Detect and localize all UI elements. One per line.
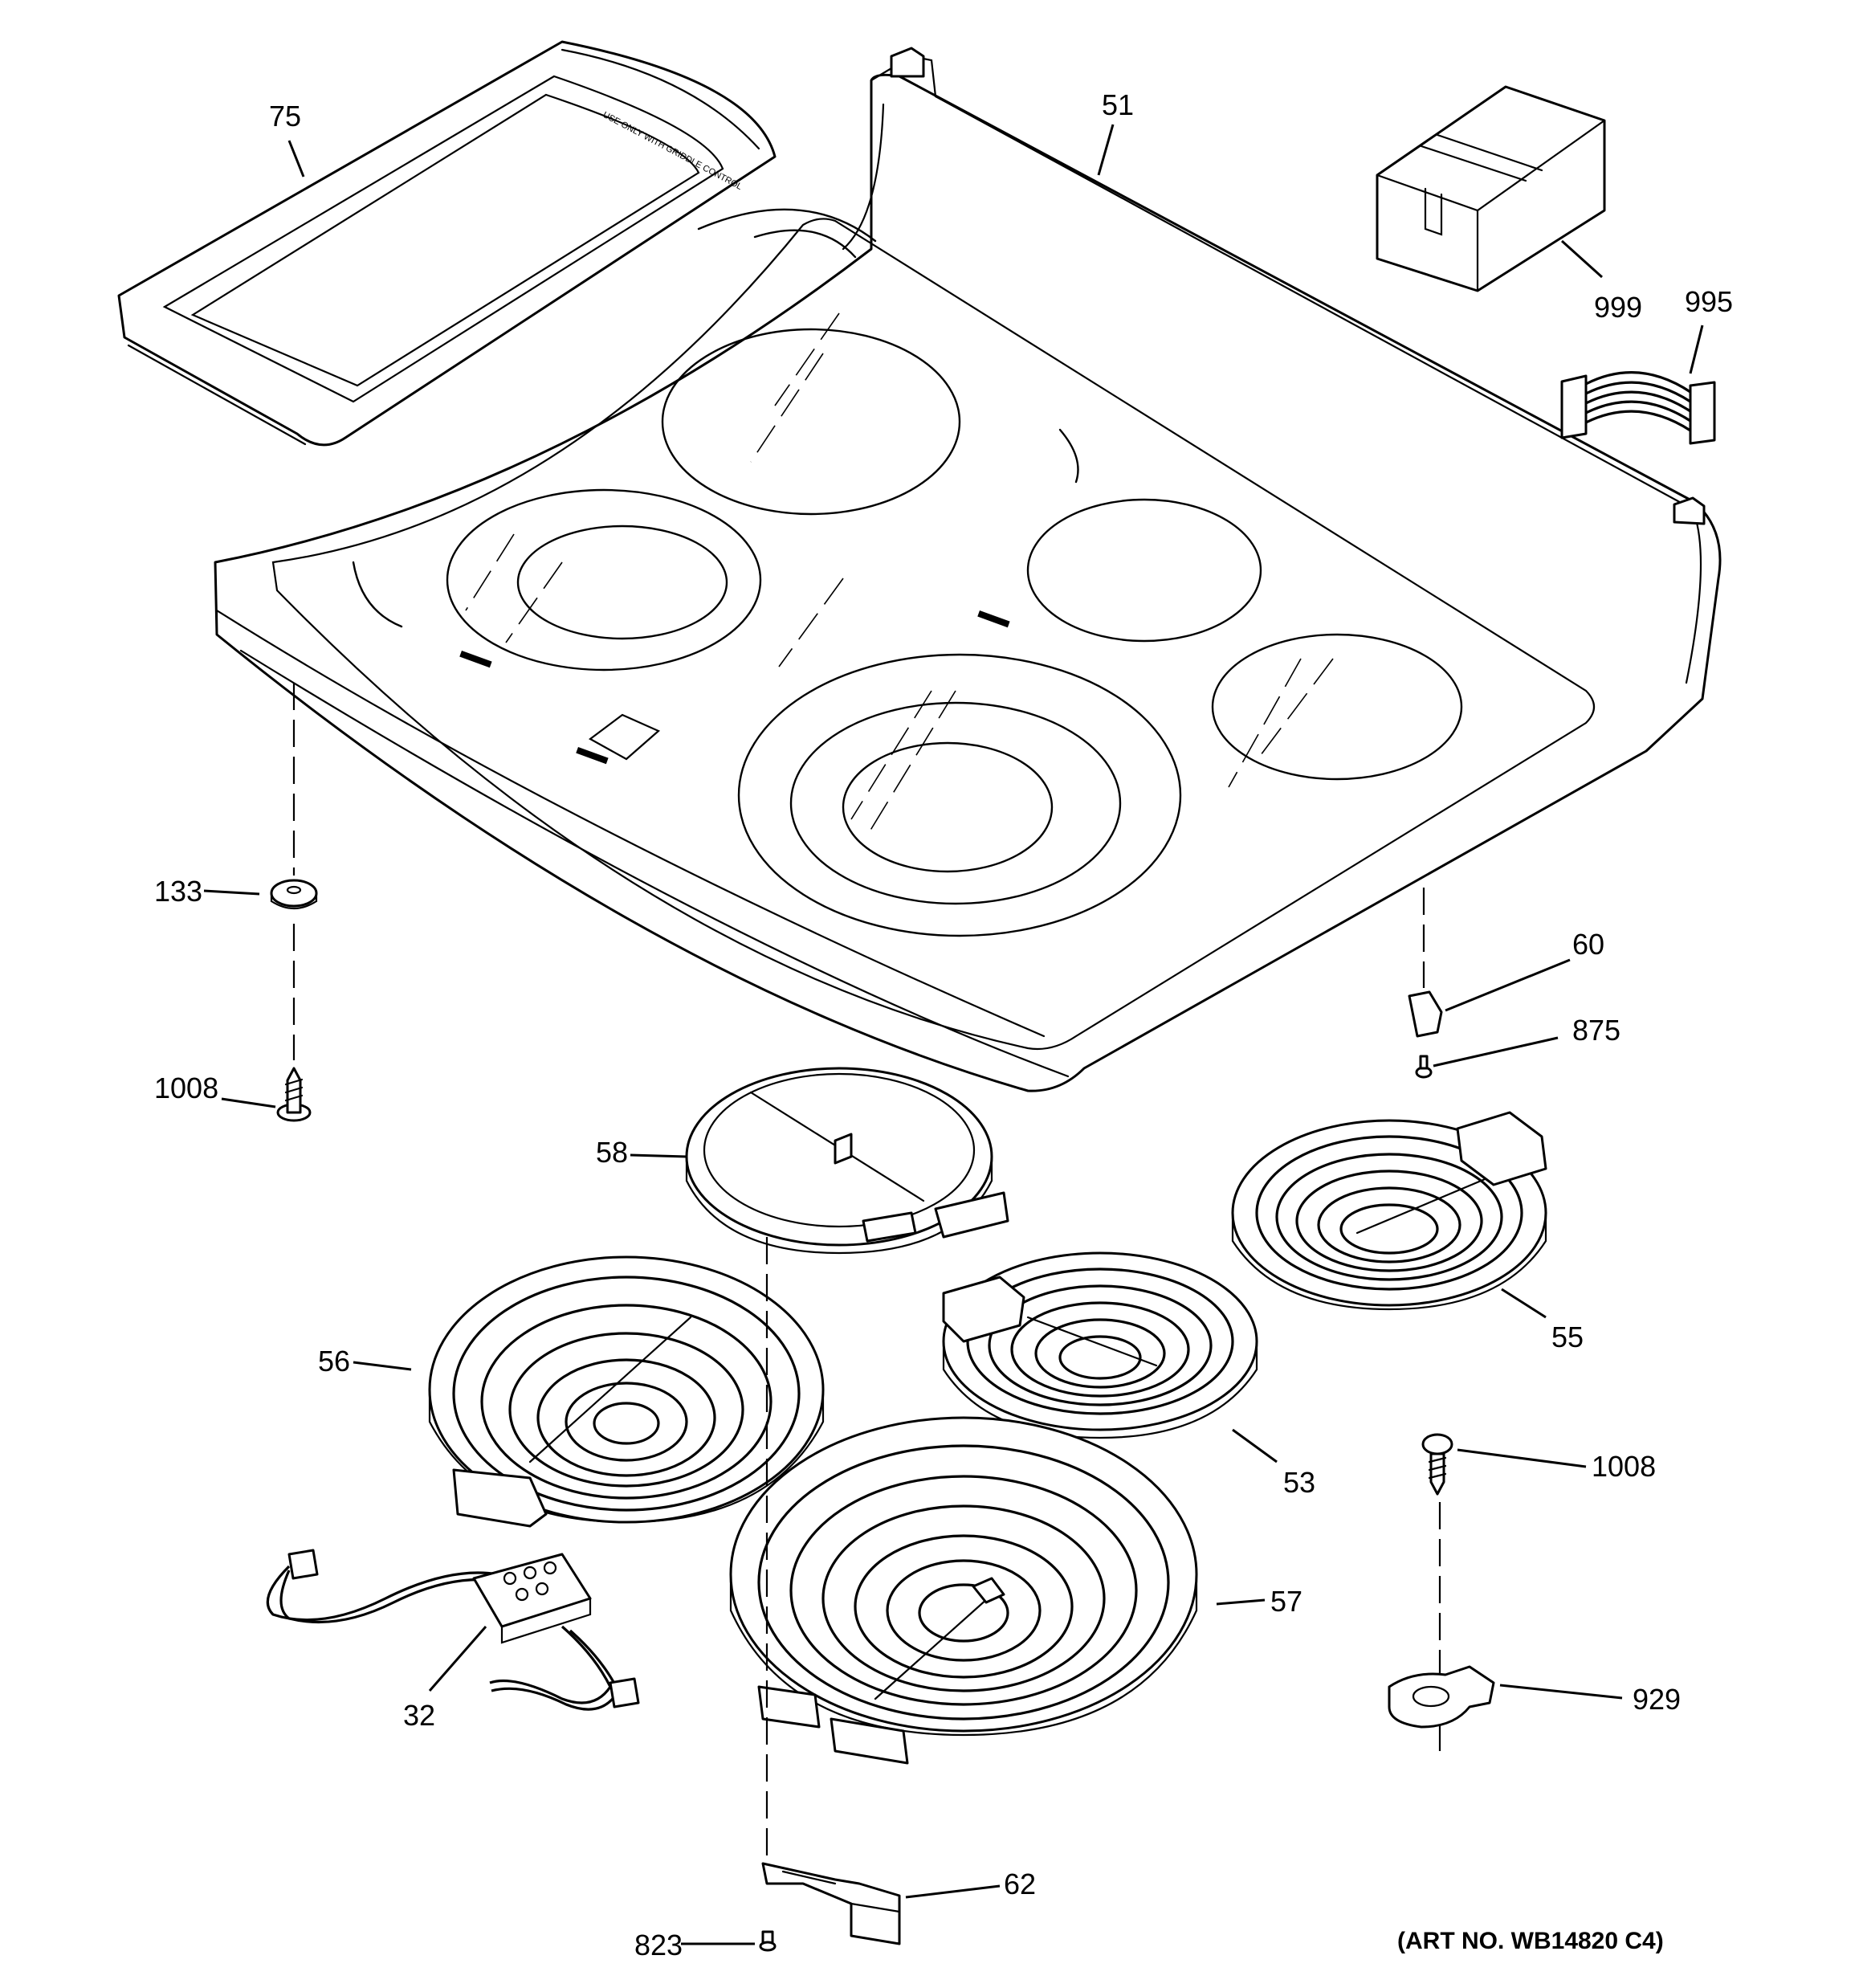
screw-1008-left (276, 1067, 312, 1122)
callout-929: 929 (1633, 1683, 1681, 1716)
callout-75: 75 (269, 100, 301, 133)
element-57 (729, 1416, 1198, 1765)
callout-995: 995 (1685, 285, 1733, 318)
art-number: (ART NO. WB14820 C4) (1397, 1928, 1664, 1954)
grommet-133 (270, 879, 318, 910)
callout-999: 999 (1594, 291, 1642, 324)
screw-823 (759, 1930, 777, 1952)
griddle-part: USE ONLY WITH GRIDDLE CONTROL (117, 40, 777, 447)
parts-box (1376, 85, 1606, 292)
screw-1008-right (1421, 1433, 1453, 1496)
callout-57: 57 (1270, 1585, 1302, 1618)
callout-62: 62 (1004, 1868, 1036, 1900)
wire-harness-995 (1560, 371, 1716, 445)
callout-133: 133 (154, 875, 202, 908)
leader-lines (203, 124, 1704, 1945)
callout-56: 56 (318, 1345, 350, 1378)
element-58 (685, 1067, 1009, 1255)
callout-53: 53 (1283, 1466, 1315, 1499)
element-55 (1231, 1111, 1547, 1311)
screw-875 (1415, 1055, 1433, 1079)
wire-harness-32 (266, 1549, 640, 1711)
callout-58: 58 (596, 1136, 628, 1169)
callout-32: 32 (403, 1699, 435, 1732)
element-56 (428, 1255, 825, 1528)
bracket-929 (1388, 1665, 1495, 1729)
cooktop-glass-part (214, 47, 1722, 1092)
callout-55: 55 (1551, 1321, 1584, 1353)
callout-823: 823 (634, 1929, 683, 1961)
callout-875: 875 (1572, 1014, 1620, 1047)
element-53 (942, 1251, 1258, 1439)
callout-60: 60 (1572, 928, 1604, 961)
bracket-62 (761, 1862, 901, 1945)
callout-1008-left: 1008 (154, 1072, 218, 1104)
clip-60 (1408, 990, 1443, 1038)
callout-1008-right: 1008 (1592, 1450, 1656, 1483)
callout-labels: 75 51 999 995 133 1008 60 875 58 55 56 5… (154, 88, 1733, 1961)
callout-51: 51 (1102, 88, 1134, 121)
